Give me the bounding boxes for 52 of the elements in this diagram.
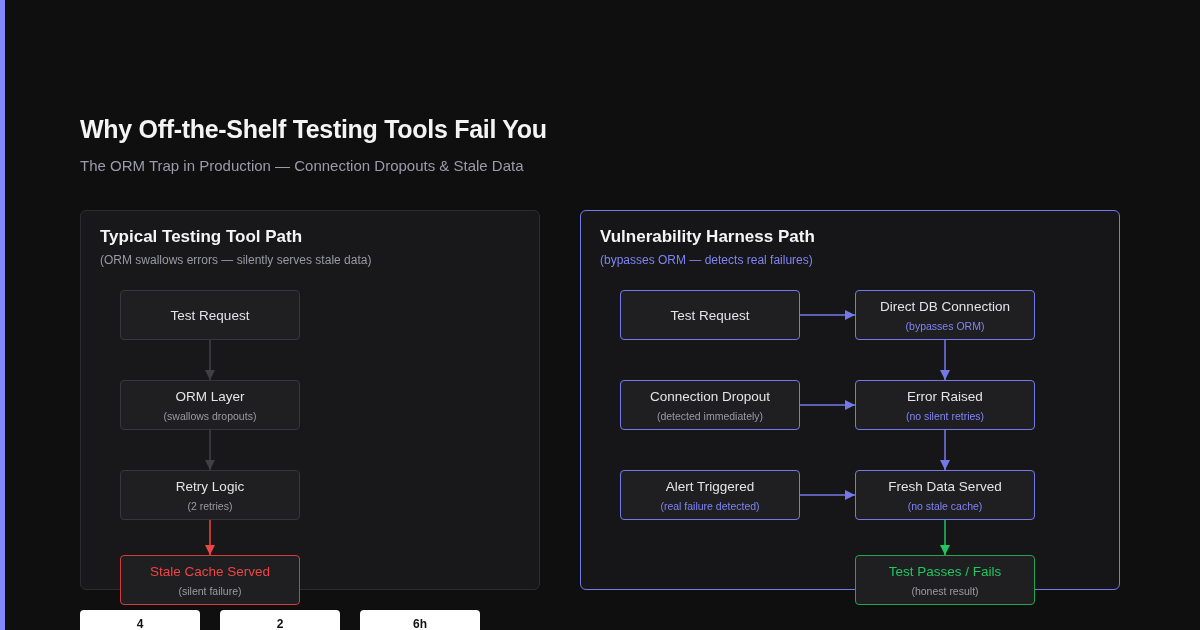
stat-value: 2 bbox=[276, 618, 284, 630]
step-title: Alert Triggered bbox=[665, 477, 755, 495]
process-box bbox=[120, 555, 300, 605]
process-box bbox=[855, 555, 1035, 605]
panel-subtitle: (ORM swallows errors — silently serves stale data) bbox=[100, 253, 372, 268]
arrow bbox=[940, 519, 950, 556]
step-title: Test Request bbox=[670, 306, 750, 324]
step-title: Error Raised bbox=[907, 387, 983, 405]
step-title: Test Passes / Fails bbox=[888, 562, 1002, 580]
step-note: (no silent retries) bbox=[905, 409, 985, 423]
stat-card bbox=[220, 610, 340, 630]
arrow bbox=[205, 429, 215, 471]
process-box bbox=[120, 470, 300, 520]
step-note: (swallows dropouts) bbox=[163, 409, 257, 423]
arrow bbox=[940, 429, 950, 471]
process-box bbox=[120, 290, 300, 340]
step-note: (real failure detected) bbox=[660, 499, 760, 513]
stat-value: 6h bbox=[413, 618, 427, 630]
step-note: (detected immediately) bbox=[656, 409, 764, 423]
panel-title: Vulnerability Harness Path bbox=[600, 227, 815, 247]
step-note: (silent failure) bbox=[178, 584, 242, 598]
arrow bbox=[205, 339, 215, 381]
process-box bbox=[855, 290, 1035, 340]
step-note: (honest result) bbox=[911, 584, 979, 598]
process-box bbox=[855, 470, 1035, 520]
step-title: Connection Dropout bbox=[649, 387, 771, 405]
process-box bbox=[120, 380, 300, 430]
process-box bbox=[620, 470, 800, 520]
page-subtitle: The ORM Trap in Production — Connection Dropouts & Stale Data bbox=[80, 157, 524, 175]
page-title: Why Off-the-Shelf Testing Tools Fail You bbox=[80, 114, 547, 144]
step-title: ORM Layer bbox=[175, 387, 245, 405]
arrow bbox=[799, 310, 856, 320]
process-box bbox=[620, 380, 800, 430]
step-title: Direct DB Connection bbox=[880, 297, 1010, 315]
stat-card bbox=[360, 610, 480, 630]
panel-subtitle: (bypasses ORM — detects real failures) bbox=[600, 253, 813, 268]
arrow bbox=[940, 339, 950, 381]
step-title: Fresh Data Served bbox=[888, 477, 1002, 495]
process-box bbox=[620, 290, 800, 340]
arrow bbox=[799, 490, 856, 500]
process-box bbox=[855, 380, 1035, 430]
arrow bbox=[799, 400, 856, 410]
stat-card bbox=[80, 610, 200, 630]
step-note: (bypasses ORM) bbox=[905, 319, 985, 333]
step-note: (no stale cache) bbox=[907, 499, 983, 513]
arrow bbox=[205, 519, 215, 556]
step-title: Retry Logic bbox=[175, 477, 245, 495]
stat-value: 4 bbox=[136, 618, 144, 630]
step-note: (2 retries) bbox=[187, 499, 233, 513]
step-title: Stale Cache Served bbox=[149, 562, 271, 580]
step-title: Test Request bbox=[170, 306, 250, 324]
panel-title: Typical Testing Tool Path bbox=[100, 227, 303, 247]
